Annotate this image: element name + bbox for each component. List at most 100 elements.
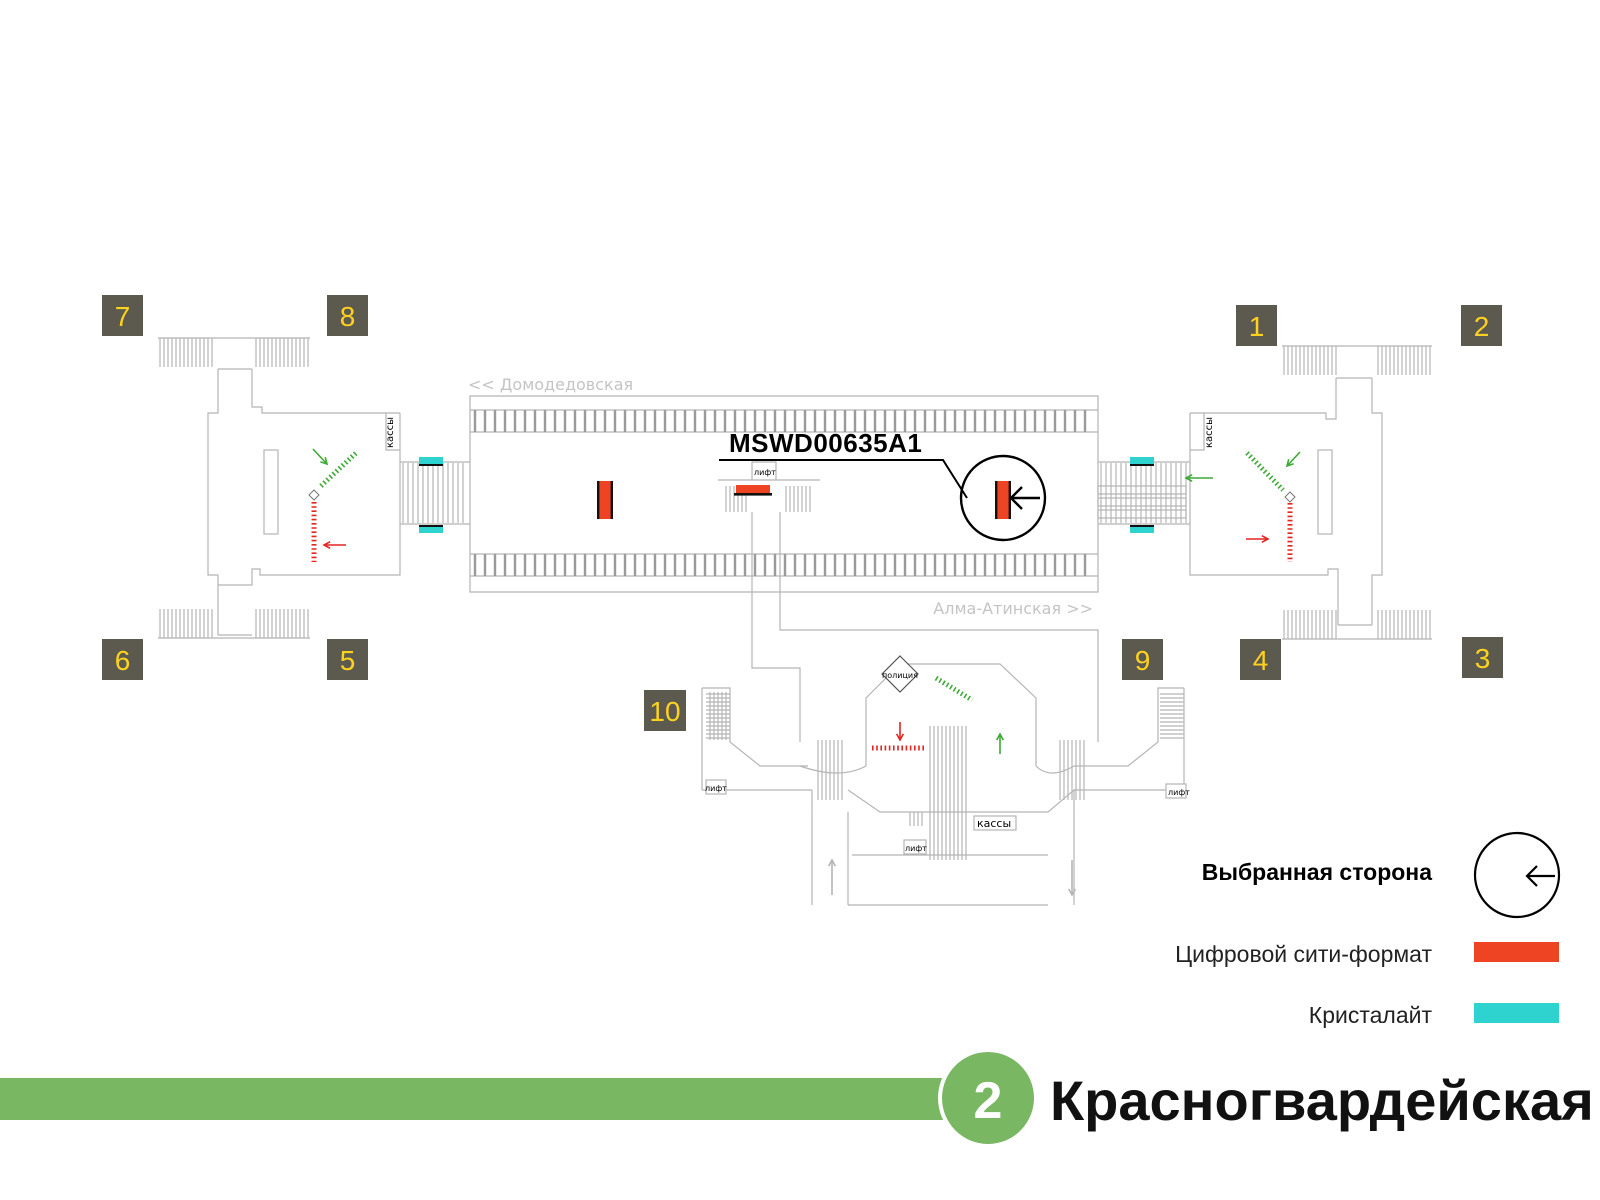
exit-2-stairs bbox=[1377, 346, 1431, 375]
exit-badge-bg bbox=[1236, 305, 1277, 346]
arrow-head bbox=[1009, 486, 1023, 510]
tickets-label-right: кассы bbox=[1204, 417, 1215, 448]
police-post bbox=[881, 655, 919, 693]
left-connector bbox=[400, 461, 470, 525]
arrow-head bbox=[320, 457, 329, 466]
tickets-label-left: кассы bbox=[385, 417, 396, 448]
exit-badge-1: 1 bbox=[1236, 305, 1277, 346]
panel-edge bbox=[734, 493, 772, 496]
arrow-left-icon bbox=[1525, 865, 1555, 887]
panel-edge bbox=[1130, 525, 1154, 527]
arrow-head bbox=[895, 733, 905, 742]
arrow-head bbox=[827, 858, 837, 867]
exit-badge-bg bbox=[1122, 639, 1163, 680]
direction-left-label: << Домодедовская bbox=[468, 375, 633, 394]
legend-crystalight-swatch bbox=[1474, 1003, 1559, 1023]
panel-edge bbox=[1008, 481, 1011, 519]
arrow-head bbox=[1184, 473, 1193, 483]
lift-stairs-right bbox=[785, 486, 811, 512]
panel-edge bbox=[1130, 464, 1154, 466]
exit-badge-10: 10 bbox=[644, 690, 686, 731]
station-plan-walls bbox=[158, 337, 1432, 906]
right-connector-stairs bbox=[1100, 463, 1187, 523]
escalator bbox=[1097, 497, 1187, 507]
panel-edge bbox=[610, 481, 613, 519]
legend-selected-side-label: Выбранная сторона bbox=[1202, 859, 1432, 885]
exit-number: 5 bbox=[340, 645, 356, 676]
exit-badge-bg bbox=[102, 295, 143, 336]
escalator bbox=[1097, 509, 1187, 519]
entry-turnstiles-lower bbox=[934, 675, 974, 703]
right-column bbox=[1317, 449, 1333, 535]
exit-number: 4 bbox=[1253, 645, 1269, 676]
ad-placements bbox=[419, 454, 1154, 542]
panel-body bbox=[997, 481, 1009, 519]
lower-outer-walls bbox=[701, 688, 1185, 791]
lower-side-halls bbox=[702, 687, 1184, 767]
lift-label-platform: лифт bbox=[754, 468, 776, 477]
exit-badge-7: 7 bbox=[102, 295, 143, 336]
crystalight-panel bbox=[419, 457, 443, 466]
panel-body bbox=[1130, 525, 1154, 533]
legend-crystalight-label: Кристалайт bbox=[1309, 1002, 1433, 1028]
entry-arrow-left bbox=[312, 448, 329, 466]
entry-arrow-right bbox=[1285, 451, 1301, 468]
placement-leader-line bbox=[719, 459, 968, 499]
exit-number: 10 bbox=[649, 696, 680, 727]
arrow-shaft bbox=[1286, 451, 1301, 467]
exit-arrow-left bbox=[322, 540, 346, 550]
stairs-and-tracks bbox=[159, 338, 1431, 860]
legend-selected-side-marker bbox=[1473, 831, 1561, 919]
exit-up-arrow bbox=[827, 858, 837, 895]
exit-badge-8: 8 bbox=[327, 295, 368, 336]
platform-outline bbox=[469, 395, 1099, 593]
crystalight-panel bbox=[1130, 457, 1154, 466]
digital-cityformat-panel bbox=[995, 481, 1011, 519]
arrow-head bbox=[1285, 459, 1294, 468]
left-column bbox=[263, 449, 279, 535]
exit-badge-9: 9 bbox=[1122, 639, 1163, 680]
entry-turnstiles-right bbox=[1245, 451, 1285, 492]
exit-10-stairs bbox=[709, 692, 727, 740]
exit-badge-bg bbox=[327, 639, 368, 680]
exit-badge-2: 2 bbox=[1461, 305, 1502, 346]
legend-digital-cityformat-label: Цифровой сити-формат bbox=[1175, 941, 1432, 967]
arrow-head bbox=[1525, 865, 1538, 887]
left-vestibule-walls bbox=[207, 369, 401, 635]
arrow-head bbox=[1067, 888, 1077, 897]
exit-badge-bg bbox=[102, 639, 143, 680]
exit-6-stairs bbox=[159, 609, 213, 638]
lower-lift-box bbox=[903, 839, 927, 855]
exit-3-stairs bbox=[1377, 610, 1431, 639]
exit-badge-5: 5 bbox=[327, 639, 368, 680]
exit-number: 8 bbox=[340, 301, 356, 332]
lift-label-exit-9: лифт bbox=[1168, 788, 1190, 797]
lift-label-exit-10: лифт bbox=[705, 784, 727, 793]
arrow-shaft bbox=[312, 448, 328, 465]
exit-badge-bg bbox=[644, 690, 686, 731]
lower-lift-stairs bbox=[909, 812, 923, 826]
lower-stairs-right bbox=[1059, 740, 1085, 800]
track-bottom bbox=[473, 554, 1087, 576]
lower-curves bbox=[799, 765, 1075, 774]
exit-9-lift-box bbox=[1165, 783, 1187, 799]
left-stair-edges bbox=[158, 337, 310, 639]
arrow-head bbox=[1261, 534, 1270, 544]
track-top bbox=[473, 410, 1087, 432]
exit-8-stairs bbox=[255, 338, 309, 367]
exit-number: 2 bbox=[1474, 311, 1490, 342]
panel-body bbox=[419, 525, 443, 533]
lift-label-lower: лифт bbox=[905, 844, 927, 853]
exit-down-arrow bbox=[1067, 860, 1077, 897]
exit-badge-bg bbox=[327, 295, 368, 336]
lower-exit-passages bbox=[811, 788, 1075, 905]
lower-ticket-box bbox=[973, 815, 1017, 831]
crystalight-panel bbox=[419, 525, 443, 533]
exit-10-lift-box bbox=[705, 779, 727, 795]
panel-edge bbox=[597, 481, 600, 519]
digital-cityformat-panel bbox=[736, 485, 770, 494]
crystalight-panel bbox=[1130, 525, 1154, 533]
exit-7-stairs bbox=[159, 338, 213, 367]
lower-stairs-left bbox=[817, 740, 843, 800]
passage-left-wall bbox=[751, 512, 801, 742]
